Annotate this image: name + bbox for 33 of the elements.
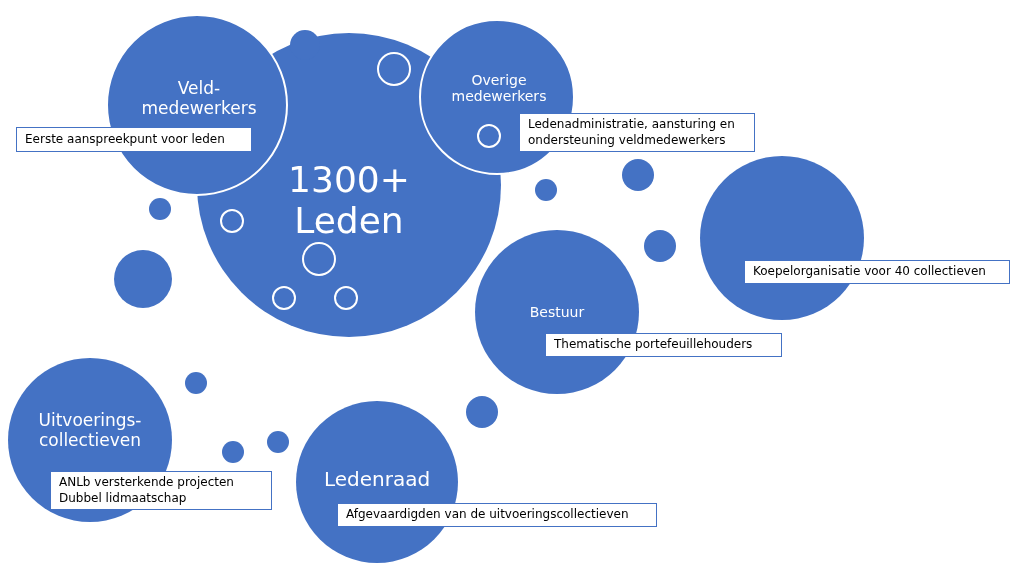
circle-shape xyxy=(220,209,244,233)
description-text: Ledenadministratie, aansturing en ondersteuning veldmedewerkers xyxy=(528,117,736,149)
circle-shape xyxy=(622,159,654,191)
circle-shape xyxy=(302,242,336,276)
circle-label: 1300+ Leden xyxy=(287,158,411,242)
circle-label: Veld- medewerkers xyxy=(140,79,258,119)
circle-shape xyxy=(377,52,411,86)
circle-shape xyxy=(644,230,676,262)
circle-shape xyxy=(149,198,171,220)
circle-shape xyxy=(114,250,172,308)
circle-shape xyxy=(535,179,557,201)
description-text: Dubbel lidmaatschap xyxy=(59,490,188,507)
description-text: Thematische portefeuillehouders xyxy=(554,337,754,353)
circle-shape xyxy=(267,431,289,453)
description-box xyxy=(337,503,657,527)
description-text: Eerste aanspreekpunt voor leden xyxy=(25,131,226,148)
circle-shape xyxy=(185,372,207,394)
description-box xyxy=(50,471,272,511)
description-box xyxy=(519,113,755,153)
circle-label: Bestuur xyxy=(528,303,586,321)
description-text: Koepelorganisatie voor 40 collectieven xyxy=(753,264,987,280)
circle-shape xyxy=(272,286,296,310)
description-text: ANLb versterkende projecten xyxy=(59,475,235,491)
circle-label: Ledenraad xyxy=(322,467,432,491)
description-text: Afgevaardigden van de uitvoeringscollectieven xyxy=(346,507,630,523)
circle-label: Uitvoerings- collectieven xyxy=(37,411,143,451)
circle-shape xyxy=(466,396,498,428)
description-box xyxy=(16,127,252,152)
description-box xyxy=(545,333,782,357)
circle-shape xyxy=(334,286,358,310)
circle-label: Overige medewerkers xyxy=(450,71,548,105)
circle-shape xyxy=(222,441,244,463)
description-box xyxy=(744,260,1010,284)
